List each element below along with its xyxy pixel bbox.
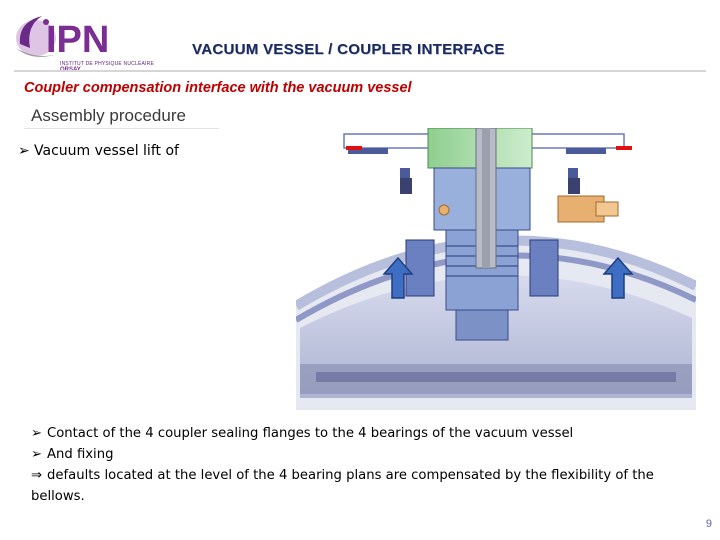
note-line: ➢Contact of the 4 coupler sealing flange…	[31, 423, 701, 444]
ipn-logo: IPN INSTITUT DE PHYSIQUE NUCLÉAIRE ORSAY	[12, 8, 154, 73]
bullet-arrow-icon: ➢	[31, 447, 43, 462]
note-line: ⇒defaults located at the level of the 4 …	[31, 465, 701, 507]
bullet-arrow-icon: ➢	[18, 143, 30, 159]
red-marker-right	[616, 146, 632, 150]
arrow-up-icon	[382, 256, 414, 299]
bullet-arrow-icon: ➢	[31, 426, 43, 441]
logo-org-text: INSTITUT DE PHYSIQUE NUCLÉAIRE	[60, 61, 154, 67]
ipn-logo-graphic: IPN	[16, 16, 109, 61]
slide-subtitle: Coupler compensation interface with the …	[24, 80, 412, 96]
page-number: 9	[705, 518, 712, 530]
slide-title: VACUUM VESSEL / COUPLER INTERFACE	[192, 41, 505, 58]
bolt-icon	[400, 178, 412, 194]
assembly-cross-section	[293, 127, 699, 410]
section-divider	[24, 128, 219, 129]
bullet-text: Vacuum vessel lift of	[34, 143, 179, 159]
section-heading: Assembly procedure	[31, 106, 186, 125]
title-divider	[14, 70, 706, 72]
assembly-figure	[293, 127, 699, 410]
arrow-up-icon	[602, 256, 634, 299]
note-line: ➢And fixing	[31, 444, 701, 465]
red-marker-left	[346, 146, 362, 150]
notes-block: ➢Contact of the 4 coupler sealing flange…	[31, 423, 701, 507]
logo-text: IPN	[46, 19, 109, 61]
bullet-item: ➢Vacuum vessel lift of	[18, 143, 179, 159]
implies-icon: ⇒	[31, 468, 43, 483]
bolt-icon	[568, 178, 580, 194]
